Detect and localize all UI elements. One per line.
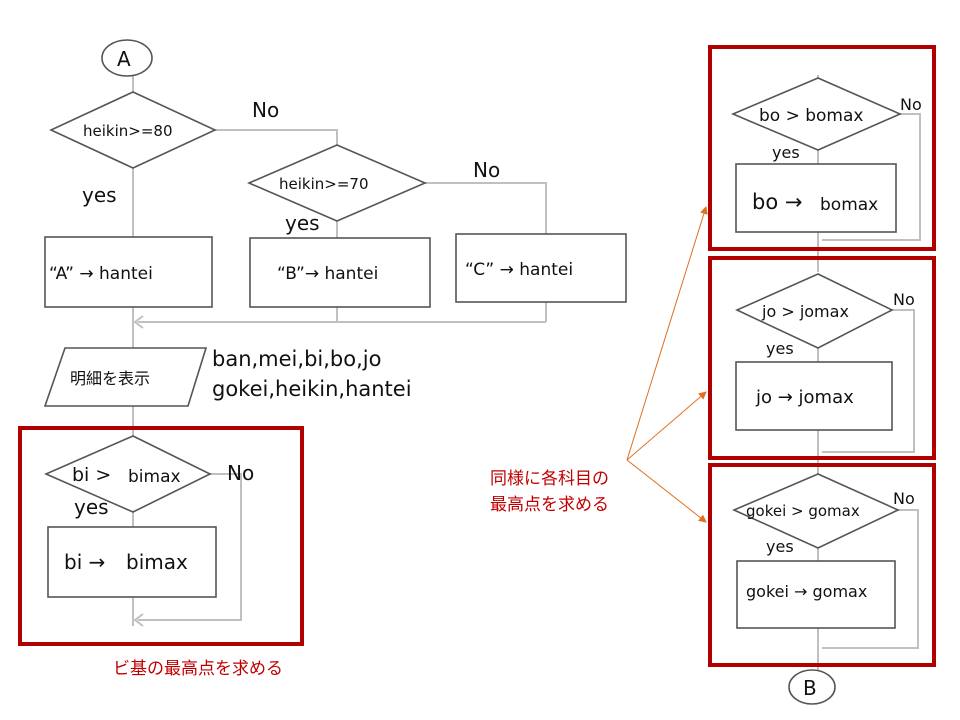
bo-action-prefix: bo → [752,190,802,214]
decision-heikin-80-label: heikin>=80 [83,122,173,140]
bi-no: No [227,461,254,485]
process-a: “A” → hantei [44,236,213,308]
gokei-yes: yes [766,537,794,556]
decision-heikin-70-yes: yes [285,211,320,235]
bo-cond: bo > bomax [759,106,863,126]
gokei-block-highlight [708,463,936,667]
annotation-line1: 同様に各科目の [490,469,609,489]
jo-block-highlight [708,256,936,460]
gokei-cond: gokei > gomax [746,502,860,520]
bi-yes: yes [74,495,109,519]
process-c-label: “C” → hantei [465,260,573,280]
decision-heikin-70-no: No [473,158,500,182]
bi-action-prefix: bi → [64,550,105,574]
gokei-max-block: gokei > gomax No yes gokei → gomax [708,463,936,667]
output-fields-line2: gokei,heikin,hantei [212,377,412,401]
gokei-no: No [893,489,915,508]
jo-max-block: jo > jomax No yes jo → jomax [708,256,936,460]
bi-cond-prefix: bi > [72,464,111,486]
jo-no: No [893,290,915,309]
process-b-label: “B”→ hantei [277,264,378,284]
decision-heikin-80-no: No [252,98,279,122]
decision-heikin-80-yes: yes [82,183,117,207]
connector-a: A [101,39,153,77]
annotation-line2: 最高点を求める [490,495,609,515]
annotation-group: 同様に各科目の 最高点を求める [490,206,708,523]
arrow-to-gokei [626,459,707,523]
arrow-to-jo [626,391,707,461]
bo-block-highlight [708,45,936,251]
connector-a-label: A [117,47,131,71]
jo-yes: yes [766,339,794,358]
jo-action: jo → jomax [755,387,854,408]
decision-heikin-70-label: heikin>=70 [279,175,369,193]
bi-cond-var: bimax [128,467,181,487]
output-fields-line1: ban,mei,bi,bo,jo [212,347,381,371]
process-b: “B”→ hantei [249,237,431,308]
decision-heikin-80: heikin>=80 No yes [49,91,279,207]
connector-b: B [788,669,836,705]
process-a-label: “A” → hantei [49,264,153,284]
bi-note: ビ基の最高点を求める [113,659,283,679]
main-flow-lines [132,75,547,627]
bo-max-block: bo > bomax No yes bo → bomax [708,45,936,251]
bo-action-var: bomax [820,195,878,215]
bi-action-var: bimax [126,550,188,574]
jo-cond: jo > jomax [761,302,849,321]
decision-heikin-70: heikin>=70 No yes [246,144,500,235]
arrow-to-bo [626,206,708,461]
right-flow-lines [817,75,921,672]
bo-no: No [900,95,922,114]
bi-block-highlight [18,426,304,646]
gokei-action: gokei → gomax [746,582,867,601]
connector-b-label: B [803,676,817,700]
bi-max-block: bi > bimax No yes bi → bimax ビ基の最高点を求める [18,426,304,679]
bo-yes: yes [772,143,800,162]
output-display: 明細を表示 ban,mei,bi,bo,jo gokei,heikin,hant… [43,347,412,407]
output-display-label: 明細を表示 [70,369,150,388]
process-c: “C” → hantei [455,233,627,303]
